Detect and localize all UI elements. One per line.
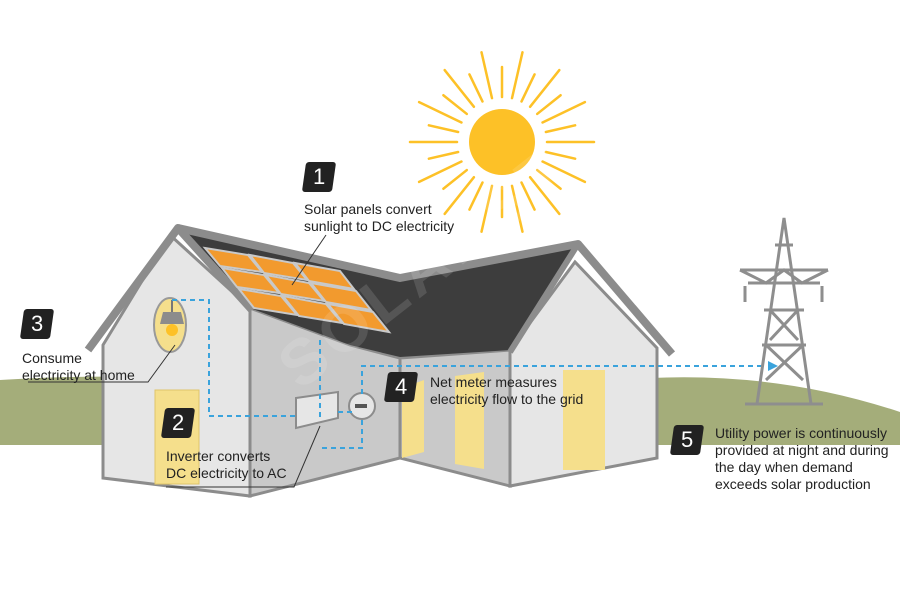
sun-ray bbox=[427, 150, 460, 160]
step-5-label: Utility power is continuously provided a… bbox=[715, 425, 889, 492]
step-3-badge: 3 bbox=[19, 309, 55, 339]
power-tower-icon bbox=[739, 217, 829, 406]
sun-ray bbox=[510, 51, 524, 100]
electricity-flow-lines bbox=[172, 299, 765, 449]
step-5-badge: 5 bbox=[669, 425, 705, 455]
step-2-label: Inverter converts DC electricity to AC bbox=[166, 448, 287, 481]
sun-ray bbox=[535, 168, 562, 191]
sun-ray bbox=[544, 150, 577, 160]
sun-ray bbox=[520, 181, 536, 211]
sun-ray bbox=[535, 93, 562, 116]
sun-ray bbox=[541, 100, 587, 124]
sun-ray bbox=[427, 124, 460, 134]
sun-ray bbox=[528, 68, 561, 109]
step-1-badge: 1 bbox=[301, 162, 337, 192]
sun-ray bbox=[520, 73, 536, 103]
sun-ray bbox=[443, 68, 476, 109]
sun-ray bbox=[541, 160, 587, 184]
step-4-label: Net meter measures electricity flow to t… bbox=[430, 374, 584, 407]
sun-ray bbox=[480, 184, 494, 233]
sun-ray bbox=[528, 175, 561, 216]
inverter-icon bbox=[295, 390, 339, 430]
sun-ray bbox=[510, 184, 524, 233]
step-2-badge: 2 bbox=[160, 408, 196, 438]
step-3-label: Consume electricity at home bbox=[22, 350, 135, 383]
label-leader-lines bbox=[28, 234, 327, 488]
window-center-2 bbox=[455, 372, 484, 469]
sun-ray bbox=[442, 168, 469, 191]
sun-ray bbox=[443, 175, 476, 216]
window-right bbox=[563, 370, 605, 470]
step-1-label: Solar panels convert sunlight to DC elec… bbox=[304, 201, 455, 234]
sun-ray bbox=[417, 100, 463, 124]
flow-arrow-head bbox=[768, 361, 778, 371]
net-meter-icon bbox=[348, 392, 376, 420]
sun-ray bbox=[468, 73, 484, 103]
solar-panel-array bbox=[202, 246, 392, 334]
sun-ray bbox=[480, 51, 494, 100]
sun-ray bbox=[442, 93, 469, 116]
sun-icon bbox=[408, 51, 596, 233]
sun-ray bbox=[417, 160, 463, 184]
sun-ray bbox=[544, 124, 577, 134]
light-bulb-icon bbox=[153, 297, 187, 353]
sun-ray bbox=[468, 181, 484, 211]
step-4-badge: 4 bbox=[383, 372, 419, 402]
